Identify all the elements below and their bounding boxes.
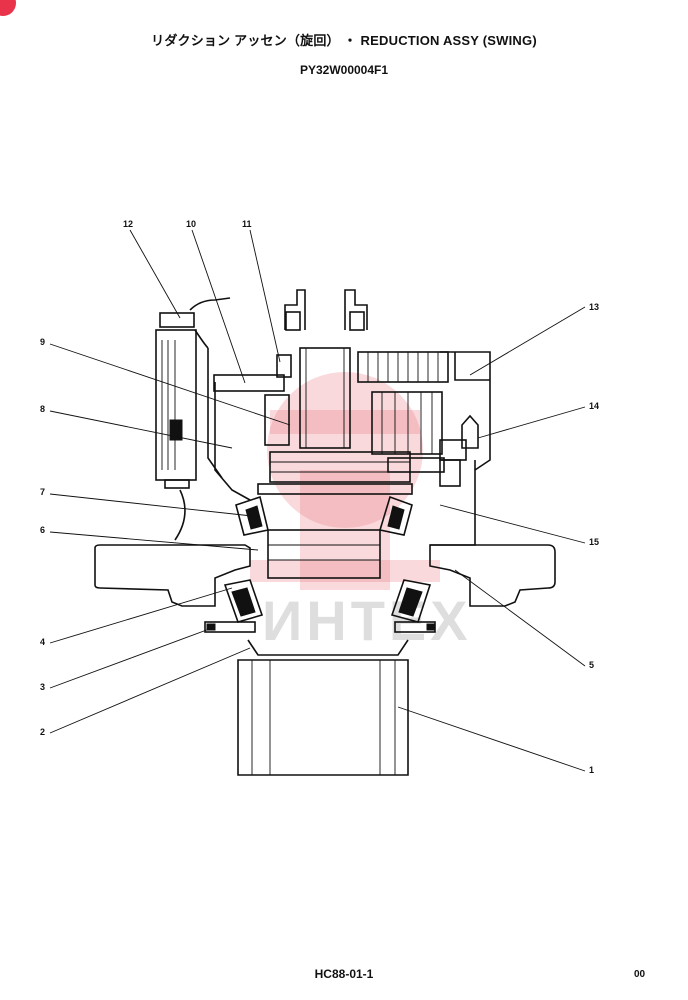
housing: [94, 297, 556, 607]
page-number: 00: [634, 969, 646, 980]
callout-6: 6: [40, 525, 45, 535]
callout-3: 3: [40, 682, 45, 692]
document-code: HC88-01-1: [314, 967, 374, 981]
part-code: PY32W00004F1: [299, 63, 389, 77]
watermark-text: ИНТЕХ: [262, 589, 472, 652]
left-brake-plate: [155, 312, 197, 541]
callout-2: 2: [40, 727, 45, 737]
callout-9: 9: [40, 337, 45, 347]
callout-5: 5: [589, 660, 594, 670]
output-pinion-shaft: [237, 639, 409, 776]
callout-14: 14: [589, 401, 599, 411]
corner-badge: [0, 0, 16, 16]
callout-labels: 12 10 11 13 9 8 14 7 6 15 4 5 3 2 1: [40, 219, 599, 775]
callout-10: 10: [186, 219, 196, 229]
upper-shaft: [257, 347, 413, 495]
lower-bearings: [204, 579, 436, 633]
callout-8: 8: [40, 404, 45, 414]
leader-lines: [49, 229, 586, 772]
middle-shaft: [235, 495, 413, 579]
upper-plate: [213, 289, 368, 446]
callout-7: 7: [40, 487, 45, 497]
callout-11: 11: [242, 219, 252, 229]
callout-13: 13: [589, 302, 599, 312]
callout-4: 4: [40, 637, 45, 647]
planet-gear-set: [357, 351, 490, 487]
callout-15: 15: [589, 537, 599, 547]
watermark-emblem: [250, 372, 440, 590]
page-title: リダクション アッセン（旋回） ・ REDUCTION ASSY (SWING): [151, 33, 537, 48]
callout-1: 1: [589, 765, 594, 775]
callout-12: 12: [123, 219, 133, 229]
